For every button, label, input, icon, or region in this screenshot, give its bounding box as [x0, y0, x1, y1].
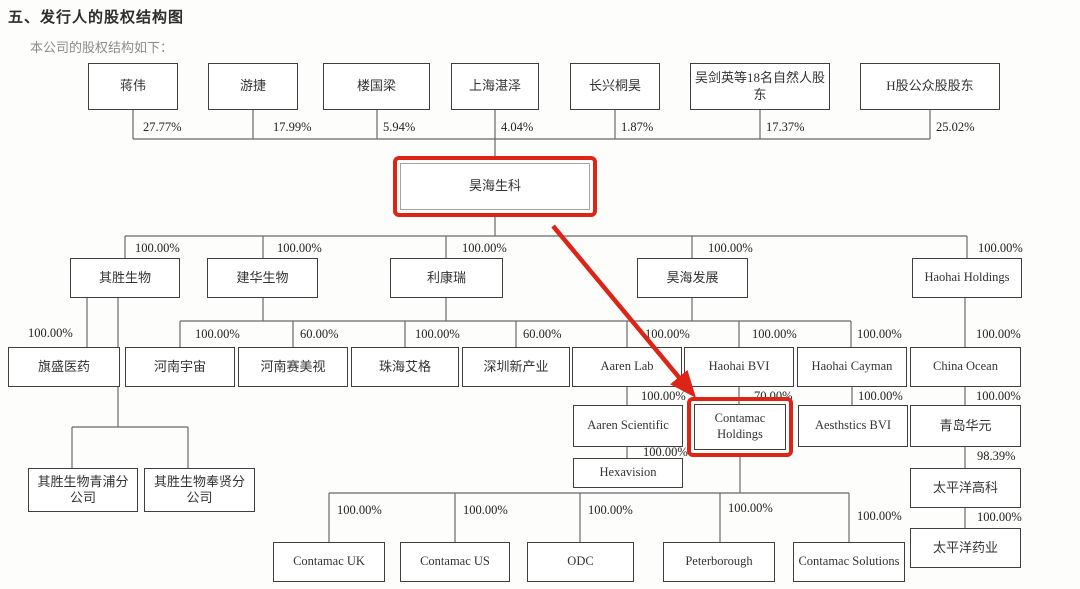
- node-haohai-fazhan: 昊海发展: [637, 258, 748, 298]
- pct-h-share-public: 25.02%: [936, 120, 975, 134]
- node-hexavision: Hexavision: [573, 458, 683, 488]
- node-haohai-shengke: 昊海生科: [400, 163, 590, 210]
- node-youjie: 游捷: [208, 63, 298, 110]
- pct-wujianying: 17.37%: [766, 120, 805, 134]
- pct-shenzhen-xinchanye: 60.00%: [523, 327, 562, 341]
- pct-henan-saimeishi: 60.00%: [300, 327, 339, 341]
- pct-aaren-scientific: 100.00%: [641, 389, 686, 403]
- node-qisheng-qingpu-branch: 其胜生物青浦分公司: [28, 468, 138, 512]
- node-aesthstics-bvi: Aesthstics BVI: [798, 405, 908, 447]
- pct-shanghai-zhanze: 4.04%: [501, 120, 534, 134]
- pct-likangrui: 100.00%: [462, 241, 507, 255]
- node-shenzhen-xinchanye: 深圳新产业: [462, 347, 570, 387]
- pct-hexavision: 100.00%: [643, 445, 688, 459]
- pct-qisheng-bio: 100.00%: [135, 241, 180, 255]
- node-contamac-uk: Contamac UK: [273, 542, 385, 582]
- pct-contamac-uk: 100.00%: [337, 503, 382, 517]
- page-title: 五、发行人的股权结构图: [8, 9, 185, 26]
- node-contamac-solutions: Contamac Solutions: [793, 542, 905, 582]
- node-contamac-holdings: Contamac Holdings: [694, 404, 786, 450]
- node-likangrui: 利康瑞: [390, 258, 503, 298]
- pct-contamac-holdings: 70.00%: [754, 389, 793, 403]
- node-jiangwei: 蒋伟: [88, 63, 178, 110]
- node-haohai-bvi: Haohai BVI: [684, 347, 794, 387]
- node-henan-yuzhou: 河南宇宙: [125, 347, 235, 387]
- node-odc: ODC: [527, 542, 634, 582]
- pct-haohai-fazhan: 100.00%: [708, 241, 753, 255]
- pct-china-ocean: 100.00%: [976, 327, 1021, 341]
- page-subtitle: 本公司的股权结构如下：: [30, 40, 174, 55]
- pct-aesthstics-bvi: 100.00%: [858, 389, 903, 403]
- node-haohai-cayman: Haohai Cayman: [797, 347, 907, 387]
- pct-haohai-cayman: 100.00%: [857, 327, 902, 341]
- node-haohai-holdings: Haohai Holdings: [912, 258, 1022, 298]
- pct-peterborough: 100.00%: [728, 501, 773, 515]
- node-jianhua-bio: 建华生物: [207, 258, 318, 298]
- node-qingdao-huayuan: 青岛华元: [910, 405, 1021, 447]
- node-taipingyang-gaoke: 太平洋高科: [910, 468, 1021, 508]
- node-wujianying-natural-persons: 吴剑英等18名自然人股东: [690, 63, 830, 110]
- pct-jianhua-bio: 100.00%: [277, 241, 322, 255]
- node-zhuhai-aige: 珠海艾格: [351, 347, 459, 387]
- node-aaren-lab: Aaren Lab: [572, 347, 682, 387]
- pct-jiangwei: 27.77%: [143, 120, 182, 134]
- pct-contamac-solutions: 100.00%: [857, 509, 902, 523]
- node-qisheng-bio: 其胜生物: [70, 258, 180, 298]
- node-h-share-public: H股公众股股东: [860, 63, 1000, 110]
- node-louguoliang: 楼国梁: [323, 63, 430, 110]
- pct-zhuhai-aige: 100.00%: [415, 327, 460, 341]
- node-aaren-scientific: Aaren Scientific: [573, 405, 683, 447]
- node-contamac-us: Contamac US: [400, 542, 510, 582]
- pct-qingdao-huayuan: 100.00%: [976, 389, 1021, 403]
- node-changxing-tonghao: 长兴桐昊: [570, 63, 660, 110]
- pct-youjie: 17.99%: [273, 120, 312, 134]
- node-qisheng-pharma: 旗盛医药: [8, 347, 120, 387]
- pct-contamac-us: 100.00%: [463, 503, 508, 517]
- pct-haohai-holdings: 100.00%: [978, 241, 1023, 255]
- pct-odc: 100.00%: [588, 503, 633, 517]
- pct-aaren-lab: 100.00%: [645, 327, 690, 341]
- node-taipingyang-yaoye: 太平洋药业: [910, 528, 1021, 568]
- pct-louguoliang: 5.94%: [383, 120, 416, 134]
- node-peterborough: Peterborough: [663, 542, 775, 582]
- node-china-ocean: China Ocean: [910, 347, 1021, 387]
- pct-henan-yuzhou: 100.00%: [195, 327, 240, 341]
- node-qisheng-fengxian-branch: 其胜生物奉贤分公司: [144, 468, 255, 512]
- pct-qisheng-pharma: 100.00%: [28, 326, 73, 340]
- pct-haohai-bvi: 100.00%: [752, 327, 797, 341]
- pct-taipingyang-yaoye: 100.00%: [977, 510, 1022, 524]
- node-shanghai-zhanze: 上海湛泽: [451, 63, 539, 110]
- node-henan-saimeishi: 河南赛美视: [238, 347, 348, 387]
- pct-taipingyang-gaoke: 98.39%: [977, 449, 1016, 463]
- pct-changxing-tonghao: 1.87%: [621, 120, 654, 134]
